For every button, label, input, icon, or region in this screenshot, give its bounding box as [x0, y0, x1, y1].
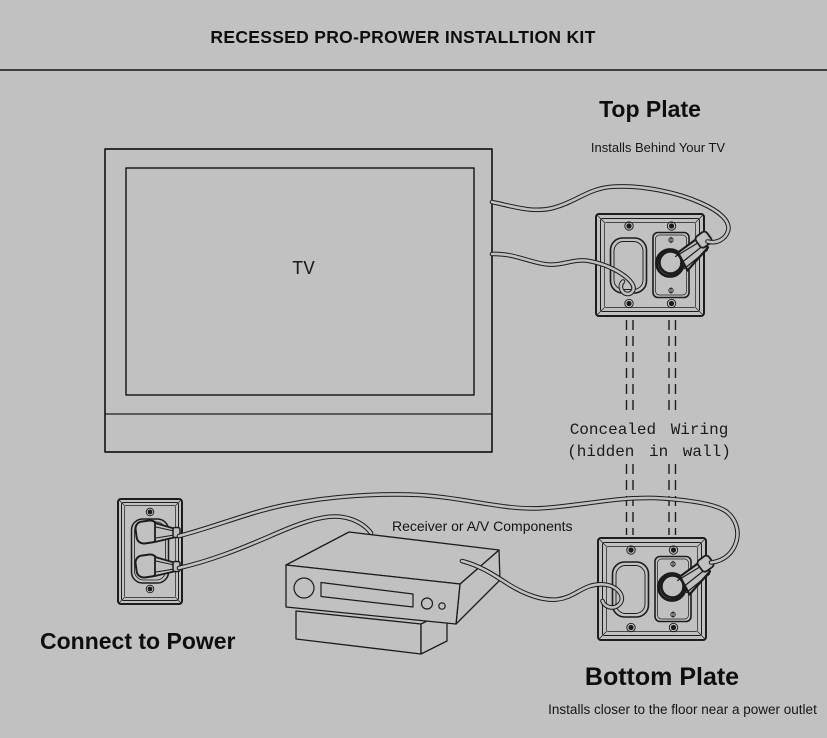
concealed-wiring-label: Concealed Wiring (hidden in wall): [549, 419, 749, 463]
outlet-plug-lower: [133, 552, 181, 580]
header-divider: [0, 69, 827, 71]
bottom-plate-label: Bottom Plate: [584, 663, 740, 691]
receiver-label: Receiver or A/V Components: [392, 518, 573, 534]
top-plate: [594, 212, 715, 318]
receiver-display: [320, 581, 414, 608]
receiver-knob: [293, 577, 315, 599]
top-plate-label: Top Plate: [599, 96, 701, 122]
concealed-wiring-line1: Concealed Wiring: [569, 421, 729, 439]
connect-to-power-label: Connect to Power: [40, 628, 236, 654]
concealed-wiring-line2: (hidden in wall): [567, 443, 731, 461]
tv-label: TV: [292, 258, 315, 280]
tv: [104, 148, 493, 453]
top-plate-sublabel: Installs Behind Your TV: [590, 140, 726, 155]
power-outlet: [117, 498, 183, 605]
bottom-plate-sublabel: Installs closer to the floor near a powe…: [548, 702, 817, 717]
page-title: RECESSED PRO-PROWER INSTALLTION KIT: [210, 27, 596, 47]
outlet-plug-upper: [133, 518, 181, 546]
receiver: [285, 531, 501, 655]
